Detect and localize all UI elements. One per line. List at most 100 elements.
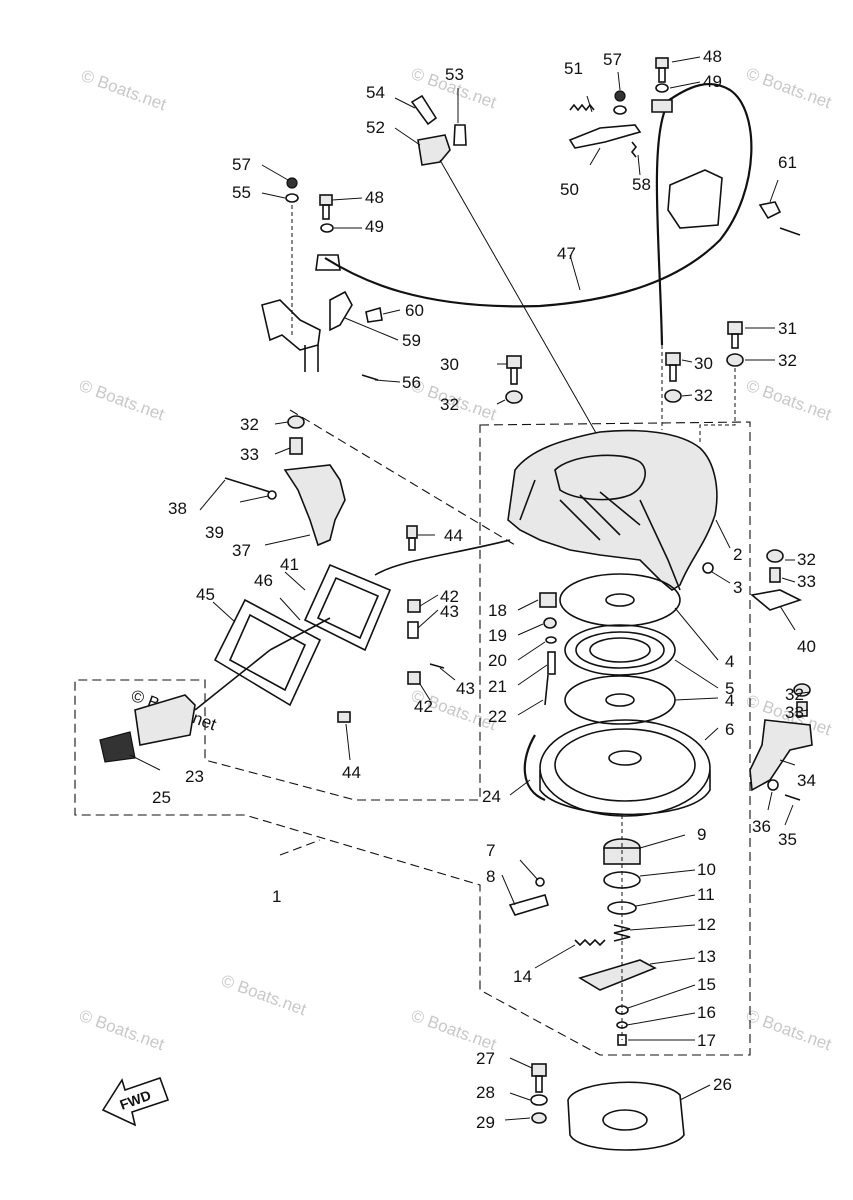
leader bbox=[711, 571, 731, 584]
part-label: 11 bbox=[697, 885, 715, 904]
part-label: 23 bbox=[185, 767, 204, 786]
axis-line-right bbox=[661, 345, 736, 445]
part-label: 61 bbox=[778, 153, 797, 172]
bolt-35 bbox=[784, 794, 801, 801]
washer-49-right bbox=[655, 83, 669, 93]
part-label: 15 bbox=[697, 975, 716, 994]
pawl-8 bbox=[508, 894, 549, 916]
spring-14 bbox=[574, 938, 606, 947]
part-label: 43 bbox=[456, 679, 475, 698]
linkage-top-right bbox=[568, 57, 801, 236]
housing-hub bbox=[554, 454, 646, 501]
leader bbox=[284, 571, 306, 591]
part-label: 16 bbox=[697, 1003, 716, 1022]
leader bbox=[679, 1084, 711, 1101]
cable-guide bbox=[374, 539, 511, 576]
leader bbox=[589, 147, 601, 166]
leader bbox=[704, 727, 719, 741]
part-label: 32 bbox=[440, 395, 459, 414]
part-label: 32 bbox=[240, 415, 259, 434]
leader bbox=[649, 957, 696, 965]
part-label: 9 bbox=[697, 825, 706, 844]
watermark: © Boats.net bbox=[77, 376, 167, 424]
part-label: 46 bbox=[254, 571, 273, 590]
leader bbox=[781, 577, 796, 583]
bolt-27 bbox=[531, 1063, 547, 1077]
leader bbox=[129, 754, 161, 771]
part-label: 54 bbox=[366, 83, 385, 102]
leader bbox=[417, 609, 439, 629]
part-label: 58 bbox=[632, 175, 651, 194]
bolt-31 bbox=[727, 321, 743, 335]
part-label: 26 bbox=[713, 1075, 732, 1094]
part-label: 55 bbox=[232, 183, 251, 202]
leader bbox=[374, 379, 401, 383]
leader bbox=[331, 197, 363, 201]
guide-41-inner bbox=[316, 576, 380, 640]
nut-42-bottom bbox=[407, 671, 421, 685]
leader bbox=[419, 594, 439, 607]
watermark: © Boats.net bbox=[744, 1006, 834, 1054]
starter-control-cable bbox=[324, 82, 753, 346]
bolt-48-right-shaft bbox=[658, 67, 666, 83]
leader bbox=[274, 421, 289, 425]
grip-45-inner bbox=[228, 613, 307, 692]
lever-assembly bbox=[261, 299, 321, 351]
leader bbox=[639, 869, 696, 877]
part-label: 44 bbox=[342, 763, 361, 782]
part-labels: 1 2 3 4 4 5 6 7 8 9 10 11 12 13 14 15 16… bbox=[152, 47, 816, 1132]
nut-57-right bbox=[614, 90, 626, 102]
leader bbox=[504, 1117, 531, 1121]
part-label: 17 bbox=[697, 1031, 716, 1050]
leader bbox=[627, 984, 696, 1009]
part-label: 35 bbox=[778, 830, 797, 849]
leader bbox=[637, 154, 641, 176]
part-label: 14 bbox=[513, 967, 532, 986]
leader-lines bbox=[129, 56, 811, 1121]
part-label: 56 bbox=[402, 373, 421, 392]
leader bbox=[534, 944, 576, 969]
handle-25 bbox=[134, 694, 196, 746]
rod bbox=[304, 345, 319, 372]
spring-5-outer bbox=[564, 624, 676, 676]
part-label: 30 bbox=[694, 354, 713, 373]
housing-2 bbox=[507, 429, 718, 591]
part-label: 32 bbox=[694, 386, 713, 405]
leader bbox=[509, 779, 531, 796]
part-label: 57 bbox=[603, 50, 622, 69]
cable-clamp-right bbox=[651, 99, 673, 113]
part-label: 12 bbox=[697, 915, 716, 934]
handle-bracket bbox=[224, 415, 511, 723]
plunger-54 bbox=[410, 94, 438, 126]
bolt-48-left bbox=[319, 194, 333, 206]
watermark-layer: © Boats.net © Boats.net © Boats.net © Bo… bbox=[77, 64, 834, 1054]
plate-4-lower-hole bbox=[605, 693, 635, 707]
part-label: 36 bbox=[752, 817, 771, 836]
leader bbox=[274, 447, 291, 455]
leader bbox=[569, 254, 581, 291]
fwd-text: FWD bbox=[118, 1087, 153, 1113]
washer-39 bbox=[267, 490, 277, 500]
part-label: 8 bbox=[486, 867, 495, 886]
part-label: 24 bbox=[482, 787, 501, 806]
bolt-27-shaft bbox=[535, 1075, 543, 1093]
part-label: 45 bbox=[196, 585, 215, 604]
clip-61 bbox=[758, 201, 782, 220]
housing-arm-2 bbox=[519, 479, 536, 521]
bolt-43-bottom bbox=[429, 663, 445, 669]
grommet-32-left bbox=[505, 390, 523, 404]
nut-42-top bbox=[407, 599, 421, 613]
part-label: 42 bbox=[414, 697, 433, 716]
pulley-stack bbox=[539, 573, 711, 817]
part-label: 59 bbox=[402, 331, 421, 350]
part-label: 48 bbox=[365, 188, 384, 207]
leader bbox=[501, 874, 516, 906]
recoil-assembly-boundary bbox=[74, 421, 751, 1056]
bolt-30-left bbox=[506, 355, 522, 369]
leader bbox=[674, 607, 719, 661]
bolt-21 bbox=[547, 651, 556, 675]
bracket-59 bbox=[329, 290, 353, 332]
rope-and-pins bbox=[523, 592, 557, 802]
part-label: 49 bbox=[703, 72, 722, 91]
